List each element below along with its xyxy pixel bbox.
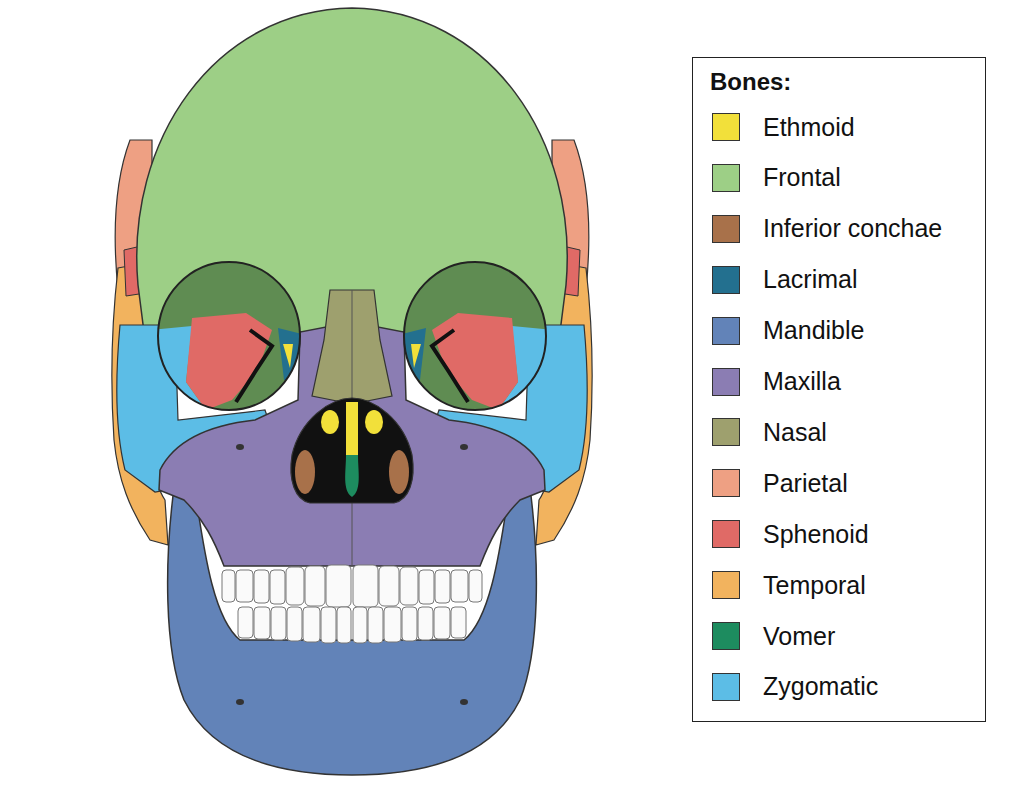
tooth [419, 570, 434, 604]
orbit-right [400, 262, 554, 705]
legend-row: Frontal [693, 162, 841, 194]
tooth [379, 566, 399, 606]
legend-row: Vomer [693, 620, 835, 652]
legend-row: Nasal [693, 416, 827, 448]
tooth [326, 565, 351, 607]
legend-swatch [712, 113, 740, 141]
tooth [222, 570, 235, 602]
legend-text: Maxilla [763, 367, 841, 396]
tooth [469, 570, 482, 602]
legend-row: Mandible [693, 315, 864, 347]
legend-text: Frontal [763, 163, 841, 192]
tooth [271, 607, 286, 640]
vomer-bone [345, 455, 359, 497]
ethmoid-plate [346, 402, 358, 456]
tooth [287, 607, 302, 641]
tooth [435, 570, 450, 603]
legend-swatch [712, 164, 740, 192]
legend-swatch [712, 215, 740, 243]
concha-left [295, 450, 315, 494]
orbit-left [150, 262, 304, 705]
ethmoid-left [321, 410, 339, 434]
legend-row: Ethmoid [693, 111, 855, 143]
legend-row: Inferior conchae [693, 213, 942, 245]
tooth [303, 607, 320, 642]
tooth [270, 570, 285, 604]
tooth [254, 570, 269, 603]
tooth [238, 607, 253, 638]
tooth [337, 607, 351, 643]
legend-swatch [712, 418, 740, 446]
legend-row: Lacrimal [693, 264, 857, 296]
legend-text: Inferior conchae [763, 214, 942, 243]
legend-row: Zygomatic [693, 671, 878, 703]
legend-swatch [712, 673, 740, 701]
tooth [451, 570, 468, 602]
tooth [384, 607, 401, 642]
legend-swatch [712, 469, 740, 497]
legend-row: Parietal [693, 467, 848, 499]
legend-heading: Bones: [710, 68, 791, 96]
legend-text: Vomer [763, 622, 835, 651]
legend-swatch [712, 622, 740, 650]
tooth [402, 607, 417, 641]
legend-swatch [712, 266, 740, 294]
legend-swatch [712, 317, 740, 345]
concha-right [389, 450, 409, 494]
tooth [418, 607, 433, 640]
legend-swatch [712, 571, 740, 599]
tooth [254, 607, 270, 639]
tooth [286, 567, 304, 605]
legend-text: Ethmoid [763, 113, 855, 142]
tooth [305, 566, 325, 606]
tooth [434, 607, 450, 639]
legend-text: Parietal [763, 469, 848, 498]
legend-text: Temporal [763, 571, 866, 600]
legend-text: Zygomatic [763, 672, 878, 701]
legend-box: Bones: EthmoidFrontalInferior conchaeLacr… [692, 57, 986, 722]
tooth [236, 570, 253, 602]
legend-row: Temporal [693, 569, 866, 601]
internasal-suture [352, 290, 353, 402]
tooth [353, 565, 378, 607]
tooth [353, 607, 367, 643]
nasal-bone [312, 290, 392, 404]
legend-row: Sphenoid [693, 518, 869, 550]
legend-text: Lacrimal [763, 265, 857, 294]
tooth [451, 607, 466, 638]
intermaxillary-suture [352, 500, 353, 566]
legend-text: Mandible [763, 316, 864, 345]
tooth [321, 607, 336, 643]
ethmoid-right [365, 410, 383, 434]
legend-swatch [712, 520, 740, 548]
legend-swatch [712, 368, 740, 396]
tooth [400, 567, 418, 605]
tooth [368, 607, 383, 643]
nasal-cavity [291, 398, 413, 503]
legend-text: Sphenoid [763, 520, 869, 549]
legend-text: Nasal [763, 418, 827, 447]
legend-row: Maxilla [693, 366, 841, 398]
